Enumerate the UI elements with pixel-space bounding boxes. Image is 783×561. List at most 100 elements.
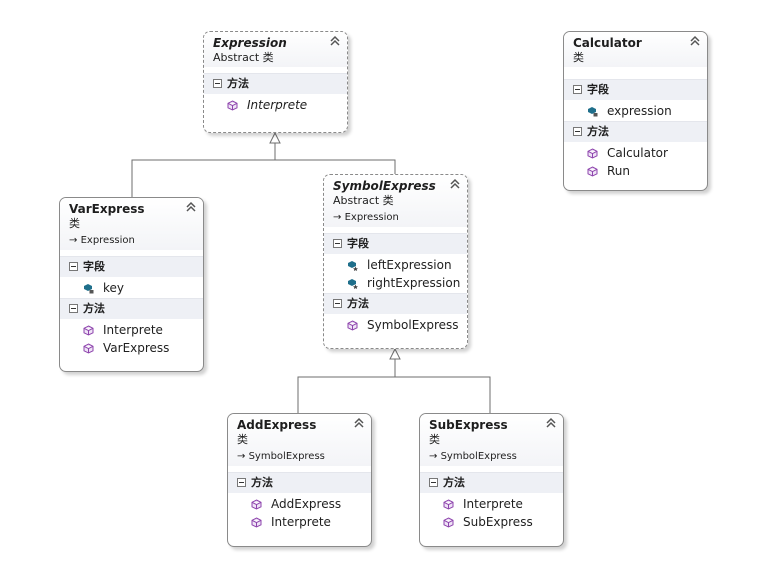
base-class-label: → Expression <box>333 211 445 224</box>
methods-section-header[interactable]: 方法 <box>324 293 467 314</box>
inherits-arrow-icon: → <box>69 235 78 246</box>
method-cube-icon <box>83 325 94 336</box>
collapse-section-icon[interactable] <box>213 79 222 88</box>
class-header: VarExpress 类 → Expression <box>60 198 203 250</box>
method-name: SubExpress <box>463 515 533 529</box>
method-item[interactable]: Interprete <box>420 495 563 513</box>
inheritance-arrowhead-expression <box>269 131 281 144</box>
method-item[interactable]: Interprete <box>60 321 203 339</box>
method-cube-icon <box>587 148 598 159</box>
methods-section-header[interactable]: 方法 <box>228 472 371 493</box>
method-item[interactable]: SubExpress <box>420 513 563 531</box>
section-label: 方法 <box>587 125 609 138</box>
base-class-name: Expression <box>80 235 135 246</box>
method-cube-icon <box>251 499 262 510</box>
base-class-label: → SymbolExpress <box>429 450 541 463</box>
section-label: 字段 <box>347 237 369 250</box>
collapse-section-icon[interactable] <box>573 127 582 136</box>
section-label: 方法 <box>83 302 105 315</box>
inheritance-line-varexpress <box>131 159 396 197</box>
method-name: Interprete <box>463 497 523 511</box>
class-kind: 类 <box>573 51 584 64</box>
method-item[interactable]: Run <box>564 162 707 180</box>
collapse-section-icon[interactable] <box>573 85 582 94</box>
section-label: 方法 <box>443 476 465 489</box>
base-class-label: → SymbolExpress <box>237 450 349 463</box>
class-kind: Abstract 类 <box>213 51 274 64</box>
method-name: Interprete <box>271 515 331 529</box>
collapse-section-icon[interactable] <box>333 239 342 248</box>
class-name: AddExpress <box>237 418 317 432</box>
fields-section-header[interactable]: 字段 <box>564 79 707 100</box>
collapse-section-icon[interactable] <box>429 478 438 487</box>
base-class-label: → Expression <box>69 234 181 247</box>
method-cube-icon <box>587 166 598 177</box>
class-header: Calculator 类 <box>564 32 707 67</box>
protected-field-icon <box>348 279 358 289</box>
collapse-section-icon[interactable] <box>237 478 246 487</box>
field-name: rightExpression <box>367 276 461 290</box>
methods-section-header[interactable]: 方法 <box>60 298 203 319</box>
inherits-arrow-icon: → <box>333 212 342 223</box>
field-item[interactable]: leftExpression <box>324 256 467 274</box>
method-name: Run <box>607 164 631 178</box>
class-kind: 类 <box>69 217 80 230</box>
class-kind: 类 <box>237 433 248 446</box>
class-subexpress[interactable]: SubExpress 类 → SymbolExpress 方法 Interpre… <box>419 413 564 547</box>
class-symbolexpress[interactable]: SymbolExpress Abstract 类 → Expression 字段… <box>323 174 468 349</box>
double-chevron-up-icon[interactable] <box>449 178 461 190</box>
collapse-section-icon[interactable] <box>69 304 78 313</box>
protected-field-icon <box>348 261 358 271</box>
method-name: Interprete <box>247 98 308 112</box>
class-addexpress[interactable]: AddExpress 类 → SymbolExpress 方法 AddExpre… <box>227 413 372 547</box>
collapse-section-icon[interactable] <box>69 262 78 271</box>
collapse-section-icon[interactable] <box>333 299 342 308</box>
class-varexpress[interactable]: VarExpress 类 → Expression 字段 key 方法 Inte… <box>59 197 204 372</box>
method-item[interactable]: Interprete <box>228 513 371 531</box>
section-label: 方法 <box>347 297 369 310</box>
method-name: VarExpress <box>103 341 170 355</box>
method-cube-icon <box>443 517 454 528</box>
method-item[interactable]: Interprete <box>204 96 347 114</box>
field-item[interactable]: rightExpression <box>324 274 467 292</box>
method-cube-icon <box>251 517 262 528</box>
field-item[interactable]: key <box>60 279 203 297</box>
class-name: SubExpress <box>429 418 508 432</box>
fields-section-header[interactable]: 字段 <box>60 256 203 277</box>
field-item[interactable]: expression <box>564 102 707 120</box>
method-name: AddExpress <box>271 497 342 511</box>
fields-section-header[interactable]: 字段 <box>324 233 467 254</box>
method-item[interactable]: SymbolExpress <box>324 316 467 334</box>
inheritance-arrowhead-symbolexpress <box>389 347 401 360</box>
private-field-icon <box>84 284 94 294</box>
double-chevron-up-icon[interactable] <box>329 35 341 47</box>
class-name: SymbolExpress <box>333 179 436 193</box>
double-chevron-up-icon[interactable] <box>185 201 197 213</box>
method-item[interactable]: VarExpress <box>60 339 203 357</box>
section-label: 方法 <box>227 77 249 90</box>
method-item[interactable]: Calculator <box>564 144 707 162</box>
class-header: Expression Abstract 类 <box>204 32 347 67</box>
double-chevron-up-icon[interactable] <box>353 417 365 429</box>
class-expression[interactable]: Expression Abstract 类 方法 Interprete <box>203 31 348 133</box>
class-name: Calculator <box>573 36 642 50</box>
private-field-icon <box>588 107 598 117</box>
class-kind: 类 <box>429 433 440 446</box>
class-calculator[interactable]: Calculator 类 字段 expression 方法 Calculator… <box>563 31 708 191</box>
field-name: leftExpression <box>367 258 452 272</box>
methods-section-header[interactable]: 方法 <box>564 121 707 142</box>
class-header: SymbolExpress Abstract 类 → Expression <box>324 175 467 227</box>
double-chevron-up-icon[interactable] <box>545 417 557 429</box>
double-chevron-up-icon[interactable] <box>689 35 701 47</box>
methods-section-header[interactable]: 方法 <box>420 472 563 493</box>
section-label: 字段 <box>587 83 609 96</box>
inherits-arrow-icon: → <box>429 451 438 462</box>
base-class-name: SymbolExpress <box>440 451 517 462</box>
class-name: VarExpress <box>69 202 145 216</box>
method-item[interactable]: AddExpress <box>228 495 371 513</box>
method-name: Calculator <box>607 146 668 160</box>
section-label: 字段 <box>83 260 105 273</box>
methods-section-header[interactable]: 方法 <box>204 73 347 94</box>
base-class-name: SymbolExpress <box>248 451 325 462</box>
